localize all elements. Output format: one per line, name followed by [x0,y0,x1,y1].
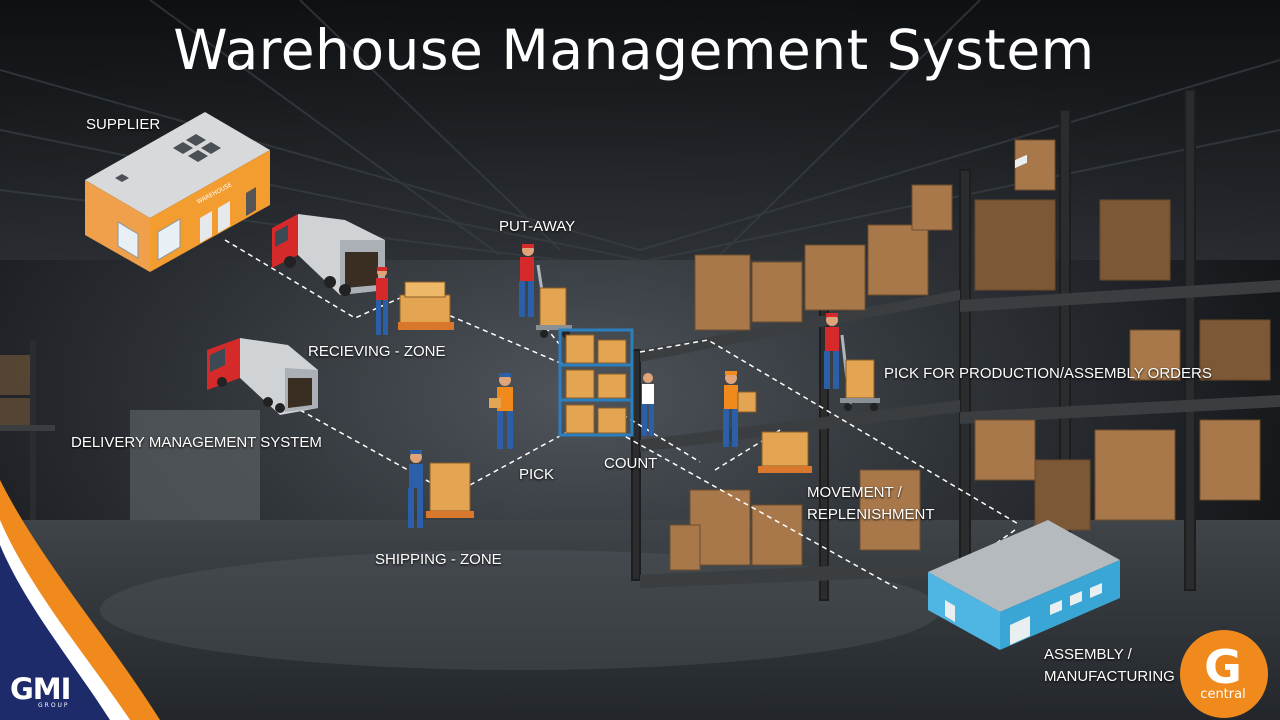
truck-icon [272,214,385,296]
pallet-boxes-icon [398,281,454,330]
warehouse-building-icon: WAREHOUSE [85,112,270,272]
gmi-logo-swoosh [0,480,160,720]
gmi-logo-subtitle: GROUP [38,702,70,709]
hand-truck-icon [840,334,880,411]
pallet-boxes-icon [758,431,812,473]
gcentral-word: central [1200,687,1246,702]
label-supplier: SUPPLIER [86,116,161,133]
pallet-boxes-icon [426,462,474,518]
label-movement-replenishment: MOVEMENT / REPLENISHMENT [807,484,935,523]
label-pick-for-production: PICK FOR PRODUCTION/ASSEMBLY ORDERS [884,365,1212,382]
gcentral-letter: G [1204,640,1242,694]
hand-truck-icon [536,264,572,338]
label-put-away: PUT-AWAY [499,218,576,235]
label-count: COUNT [604,455,658,472]
label-receiving-zone: RECIEVING - ZONE [308,343,446,360]
label-shipping-zone: SHIPPING - ZONE [375,551,502,568]
gcentral-logo-badge [1180,630,1268,718]
worker-icon [376,267,388,335]
label-pick: PICK [519,466,555,483]
shelving-rack-icon [0,89,1280,601]
truck-icon [207,338,318,415]
worker-icon [642,373,654,436]
page-title: Warehouse Management System [173,18,1095,82]
worker-icon [408,450,423,528]
gmi-logo: GMI [10,672,71,706]
label-delivery-management: DELIVERY MANAGEMENT SYSTEM [71,434,322,451]
worker-icon [824,313,839,389]
worker-icon [489,373,513,449]
worker-icon [519,244,534,317]
gcentral-logo: G central [1178,634,1268,714]
assembly-building-icon [928,154,1120,650]
worker-icon [723,371,757,447]
label-assembly-manufacturing: ASSEMBLY / MANUFACTURING [1044,646,1175,685]
shelving-rack-icon [558,328,634,437]
